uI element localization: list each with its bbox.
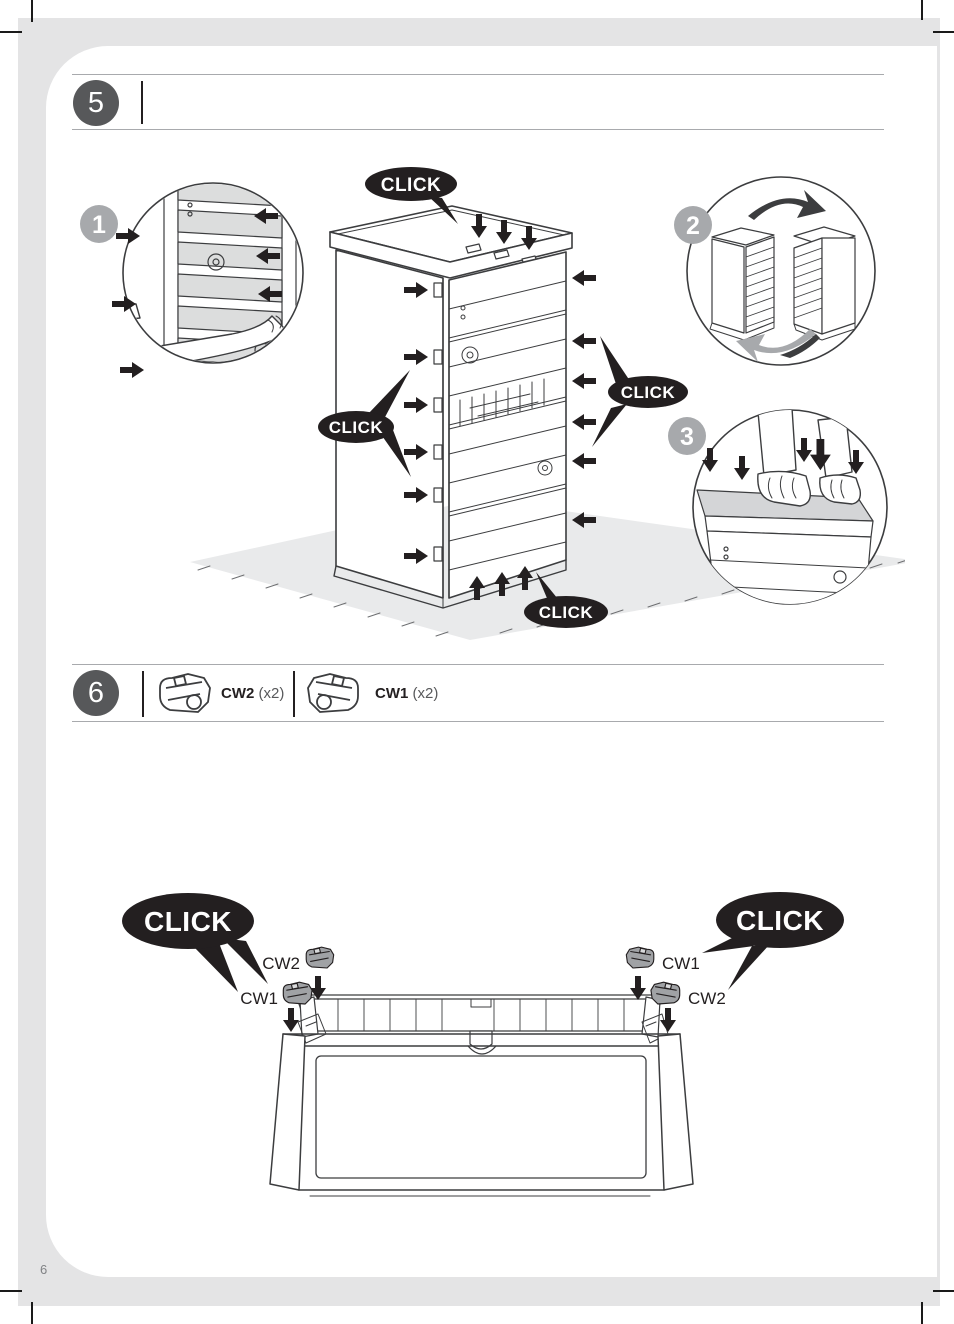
step6-divider-2	[293, 671, 295, 717]
part-code: CW1	[375, 685, 409, 702]
step5-number-badge: 5	[73, 80, 119, 126]
cw2-label-left: CW2	[262, 954, 300, 973]
cw2-label-right: CW2	[688, 989, 726, 1008]
click-bubble-bottom: CLICK	[524, 572, 608, 628]
crop-mark	[921, 1302, 923, 1324]
caster-clip-icon	[159, 673, 211, 713]
step6-illustration: CW2 CW1 CW1 CW2 CLICK CLICK	[122, 892, 844, 1197]
crop-mark	[0, 31, 22, 33]
step5-rule-top	[72, 74, 884, 75]
click-label: CLICK	[329, 418, 384, 437]
crop-mark	[31, 0, 33, 22]
crop-mark	[933, 1290, 954, 1292]
click-bubble-left: CLICK	[318, 370, 411, 477]
crop-mark	[921, 0, 923, 20]
step5-number: 5	[87, 86, 105, 119]
step6-rule-bottom	[72, 721, 884, 722]
down-arrow	[283, 1008, 299, 1032]
page-number: 6	[40, 1262, 48, 1277]
step5-divider	[141, 81, 143, 124]
step5-rule-bottom	[72, 129, 884, 130]
step6-rule-top	[72, 664, 884, 665]
badge-1-label: 1	[92, 211, 106, 239]
cw1-part-icon	[282, 981, 313, 1005]
part-code: CW2	[221, 685, 255, 702]
badge-1	[80, 205, 118, 243]
rotate-arrow-bottom-dark	[780, 334, 820, 358]
badge-2	[674, 206, 712, 244]
rotate-arrow-bottom-gray	[736, 329, 816, 362]
click-bubble-bench-left: CLICK	[122, 893, 268, 992]
step6-divider-1	[142, 671, 144, 717]
down-arrow	[630, 976, 646, 1000]
click-label: CLICK	[736, 905, 824, 936]
step6-number-badge: 6	[73, 670, 119, 716]
crop-mark	[933, 31, 954, 33]
detail-circle-3: 3	[668, 409, 888, 605]
cw1-label-right: CW1	[662, 954, 700, 973]
part-qty: (x2)	[412, 685, 439, 702]
click-label: CLICK	[381, 175, 442, 196]
step6-number: 6	[87, 676, 105, 709]
cw2-part-icon	[305, 946, 335, 969]
badge-3	[668, 417, 706, 455]
crop-mark	[31, 1302, 33, 1324]
cw1-label-left: CW1	[240, 989, 278, 1008]
down-arrow	[310, 976, 326, 1000]
caster-clip-icon	[307, 673, 359, 713]
rotate-arrow-top	[748, 190, 826, 220]
cabinet-drawing	[329, 205, 573, 609]
bench-left-parts: CW2 CW1	[240, 946, 335, 1032]
crop-mark	[0, 1290, 22, 1292]
click-bubble-bench-right: CLICK	[702, 892, 844, 990]
part-qty: (x2)	[258, 685, 285, 702]
cw1-part-icon	[625, 946, 655, 969]
click-bubble-right: CLICK	[592, 336, 688, 447]
click-label: CLICK	[621, 383, 676, 402]
click-bubble-top: CLICK	[365, 167, 458, 224]
badge-2-label: 2	[686, 212, 700, 240]
part-entry-cw2: CW2 (x2)	[221, 685, 284, 702]
cw2-part-icon	[650, 981, 681, 1005]
down-arrow	[660, 1008, 676, 1032]
click-label: CLICK	[539, 603, 594, 622]
detail-circle-2: 2	[674, 176, 876, 366]
step5-illustration: CLICK CLICK CLICK CLICK	[80, 167, 905, 640]
part-entry-cw1: CW1 (x2)	[375, 685, 438, 702]
bench-drawing	[269, 994, 694, 1197]
click-label: CLICK	[144, 906, 232, 937]
bench-right-parts: CW1 CW2	[625, 946, 726, 1032]
badge-3-label: 3	[680, 423, 694, 451]
detail-circle-1: 1	[80, 182, 304, 378]
